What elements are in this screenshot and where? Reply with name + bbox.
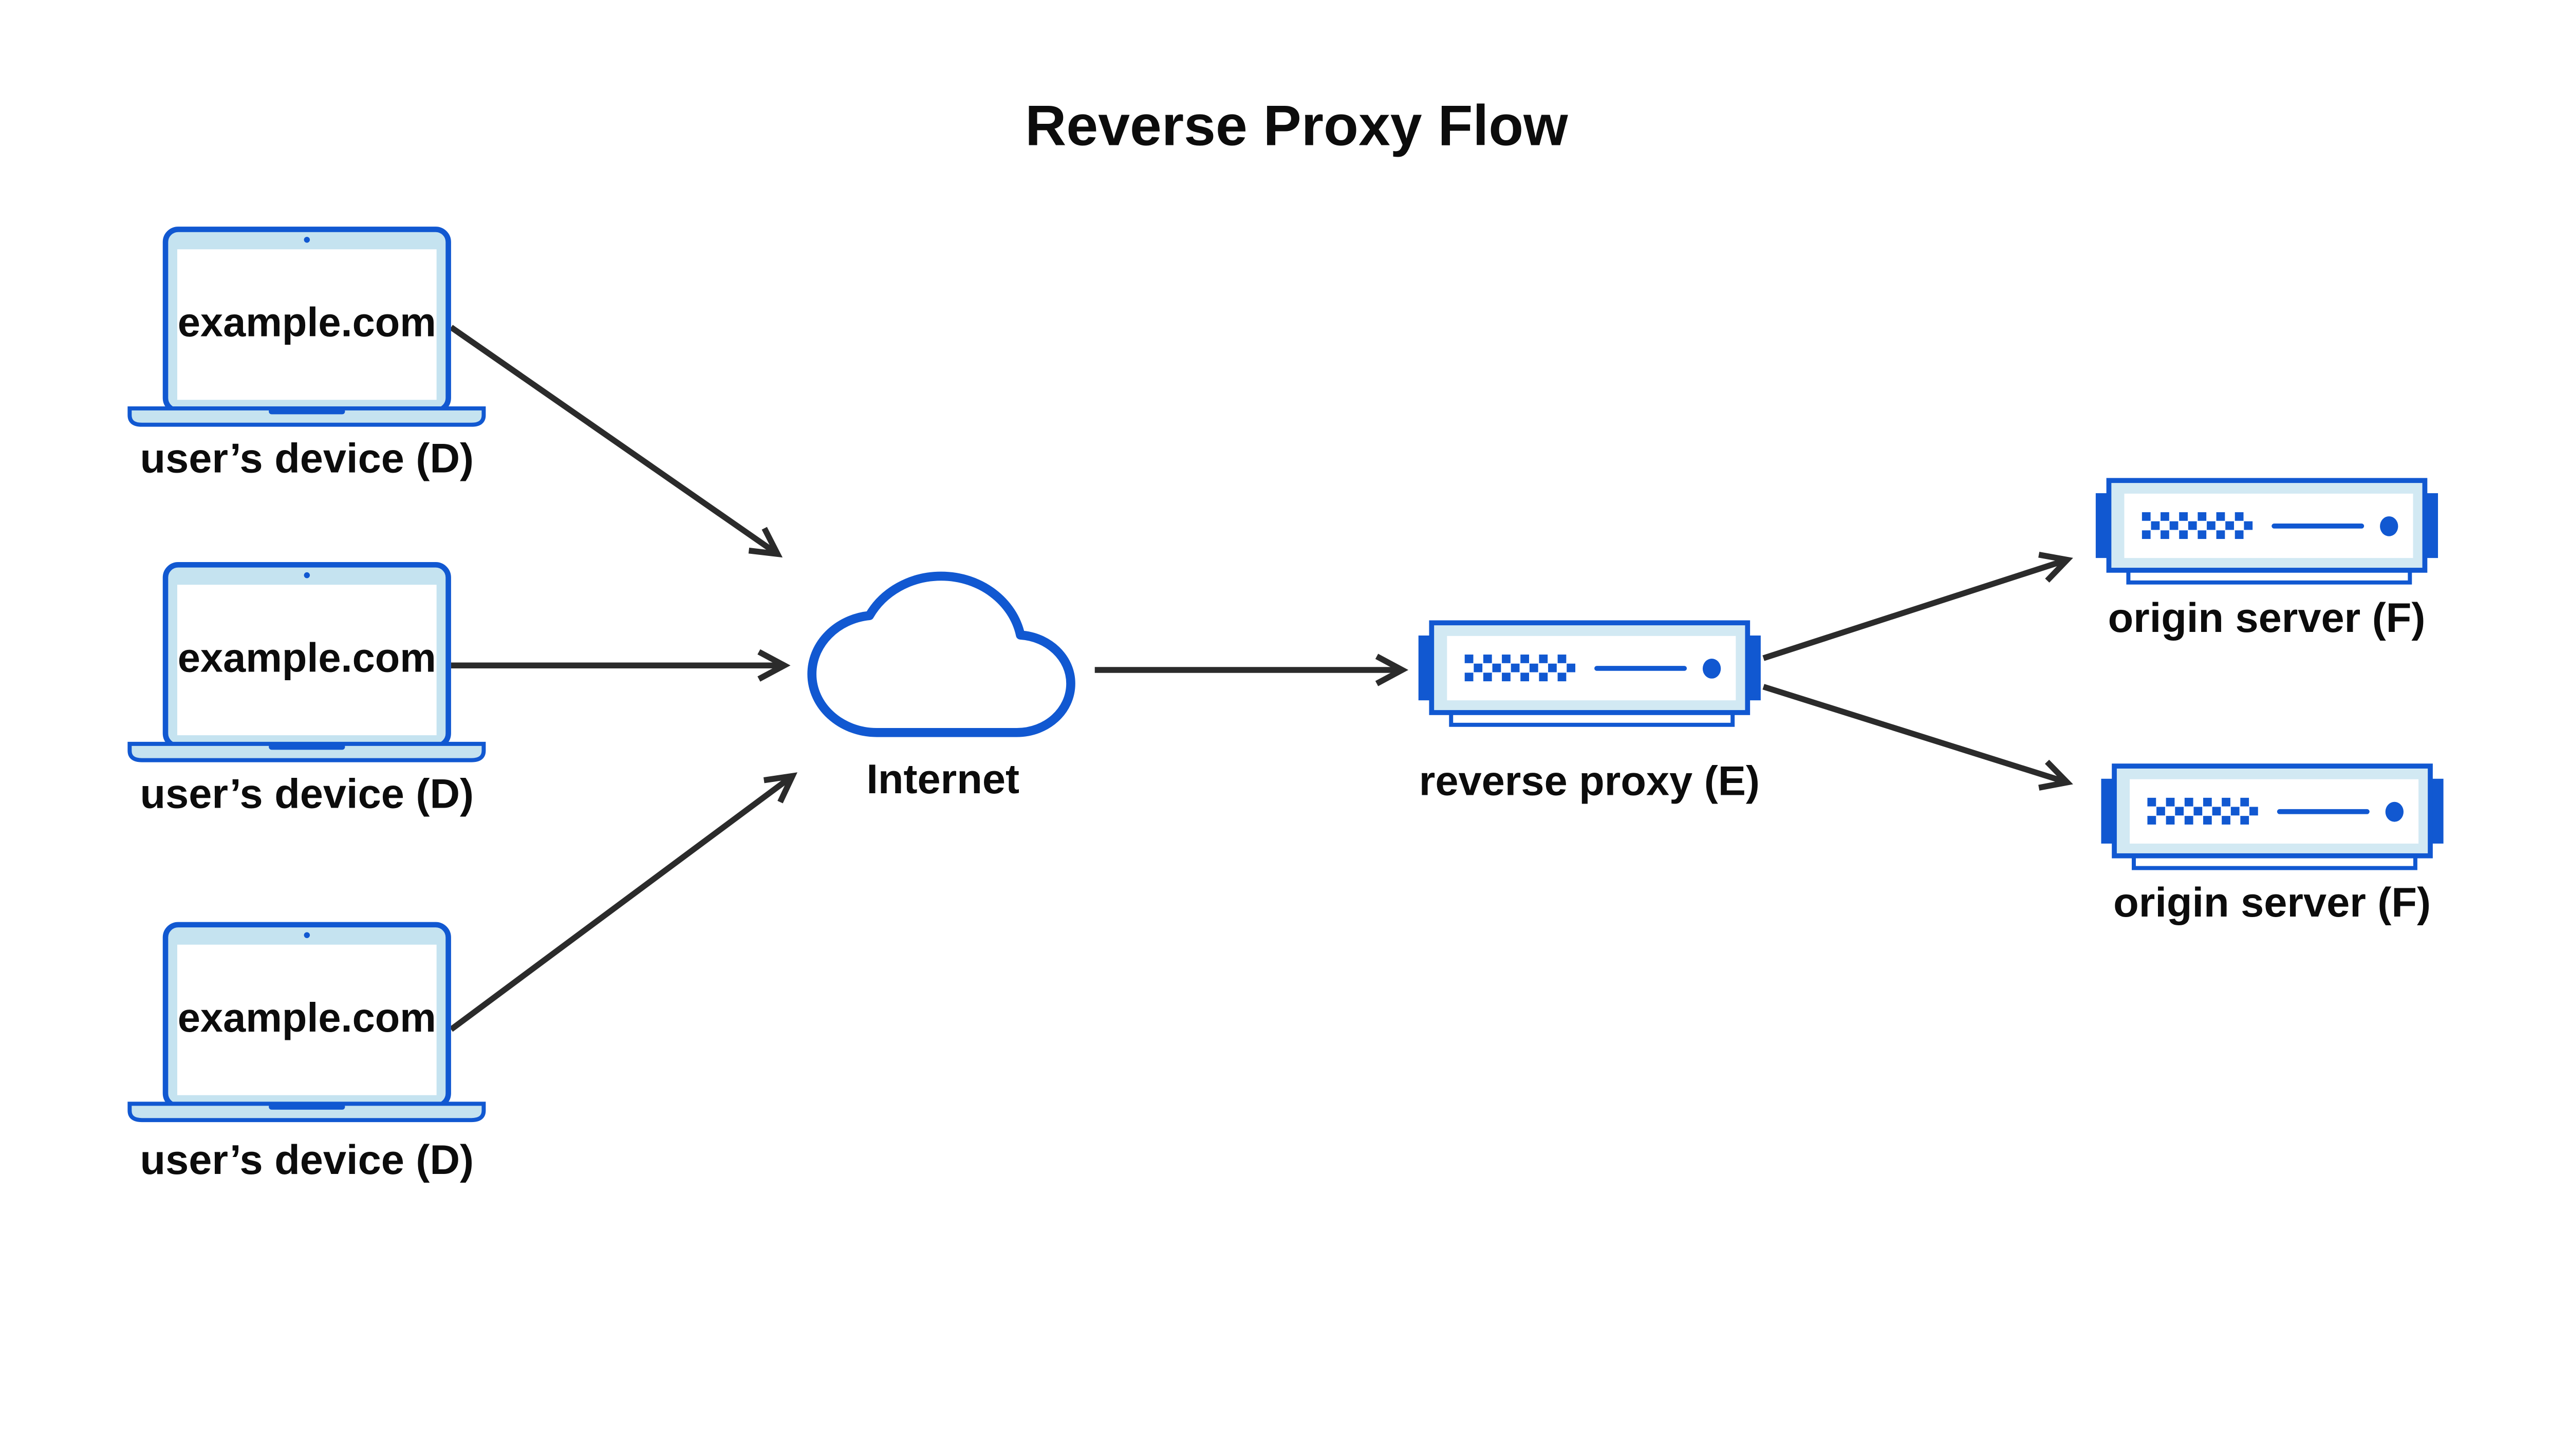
- internet-cloud-icon: [807, 571, 1075, 737]
- label-origin-server-1: origin server (F): [2108, 595, 2426, 641]
- arrow-device1-to-internet: [449, 325, 783, 558]
- diagram: example.com Reverse Proxy Flow: [127, 93, 2446, 1184]
- page-title: Reverse Proxy Flow: [1025, 93, 1568, 157]
- label-user-device-2: user’s device (D): [140, 771, 474, 817]
- node-user-device-3: [129, 925, 483, 1120]
- node-user-device-2: [129, 565, 483, 760]
- arrow-device3-to-internet: [449, 772, 798, 1032]
- reverse-proxy-flow-diagram: example.com Reverse Proxy Flow: [127, 93, 2446, 1184]
- label-user-device-3: user’s device (D): [140, 1137, 474, 1183]
- node-reverse-proxy: [1419, 623, 1761, 725]
- flow-arrows: [449, 325, 2073, 1032]
- node-origin-server-1: [2096, 480, 2438, 583]
- arrow-proxy-to-origin1: [1762, 552, 2073, 661]
- node-origin-server-2: [2101, 766, 2443, 868]
- label-origin-server-2: origin server (F): [2113, 880, 2431, 926]
- label-internet: Internet: [866, 756, 1019, 802]
- node-user-device-1: [129, 229, 483, 424]
- label-reverse-proxy: reverse proxy (E): [1419, 758, 1760, 805]
- label-user-device-1: user’s device (D): [140, 435, 474, 481]
- arrow-proxy-to-origin2: [1762, 684, 2073, 791]
